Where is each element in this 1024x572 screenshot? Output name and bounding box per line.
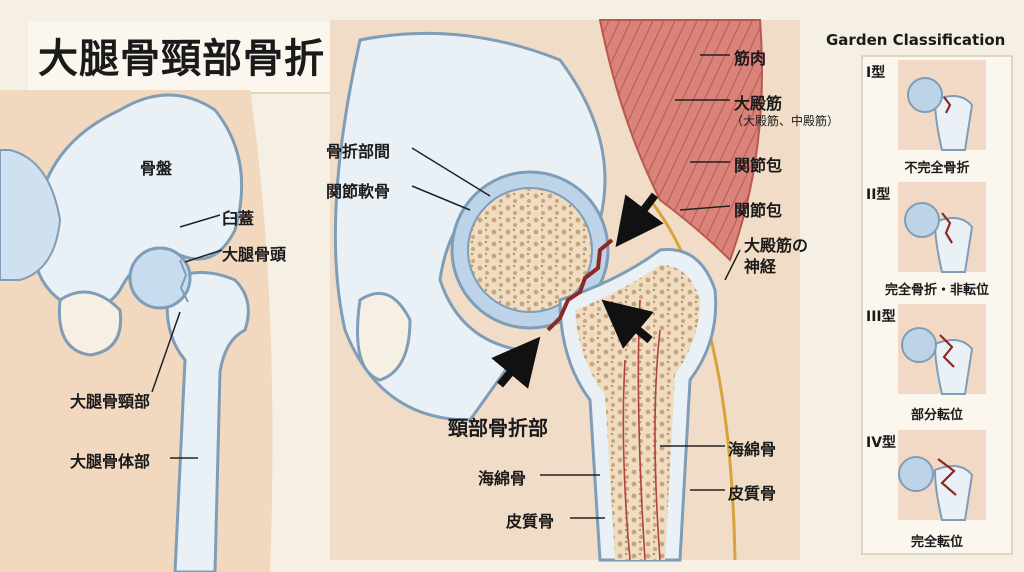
femoral-head-center <box>467 187 593 313</box>
label-fracture-gap: 骨折部間 <box>326 142 391 161</box>
label-acetabulum: 臼蓋 <box>222 209 255 228</box>
arrow-top <box>615 192 664 248</box>
label-cartilage: 関節軟骨 <box>326 182 391 201</box>
label-capsule-2: 関節包 <box>734 201 783 220</box>
arrow-mid <box>601 299 654 349</box>
center-closeup <box>330 19 800 562</box>
label-gluteus: 大殿筋 <box>734 94 783 113</box>
garden-type-3: III型 <box>866 309 896 325</box>
femur-left <box>165 271 250 572</box>
page-title: 大腿骨頸部骨折 <box>38 36 325 82</box>
garden-thumb-1 <box>898 60 986 151</box>
gluteus-muscle <box>598 19 763 262</box>
garden-type-4: IV型 <box>866 435 897 451</box>
label-femoral-shaft: 大腿骨体部 <box>70 452 151 471</box>
label-cortical-right: 皮質骨 <box>728 484 777 503</box>
garden-label-1: 不完全骨折 <box>904 161 970 176</box>
label-capsule-1: 関節包 <box>734 156 783 175</box>
garden-label-3: 部分転位 <box>910 408 963 423</box>
fracture-line-left <box>179 259 189 303</box>
sacrum <box>0 149 62 281</box>
label-cortical-left: 皮質骨 <box>506 512 555 531</box>
label-muscle: 筋肉 <box>734 49 767 68</box>
label-femoral-head: 大腿骨頭 <box>222 245 287 264</box>
arrow-bottom <box>491 336 541 389</box>
garden-thumb-3 <box>898 304 986 395</box>
garden-type-2: II型 <box>866 187 891 203</box>
label-femoral-neck: 大腿骨頸部 <box>70 392 151 411</box>
femoral-head-left <box>128 246 192 310</box>
garden-label-4: 完全転位 <box>910 535 963 550</box>
label-pelvis: 骨盤 <box>140 159 173 178</box>
garden-label-2: 完全骨折・非転位 <box>884 283 989 298</box>
label-nerve-line-1: 大殿筋の <box>744 236 809 255</box>
obturator-ring <box>57 290 123 357</box>
label-cancellous-left: 海綿骨 <box>478 469 527 488</box>
label-cancellous-right: 海綿骨 <box>728 440 777 459</box>
label-nerve-line-2: 神経 <box>744 257 777 276</box>
title-box: 大腿骨頸部骨折 <box>28 22 337 94</box>
garden-cards <box>861 55 1013 555</box>
left-overview <box>0 90 273 572</box>
garden-heading: Garden Classification <box>826 31 1006 49</box>
garden-thumb-4 <box>898 430 986 521</box>
obturator-center <box>356 291 412 382</box>
label-gluteus-sub: （大殿筋、中殿筋） <box>731 114 840 128</box>
fracture-line-center <box>546 238 614 332</box>
garden-type-1: I型 <box>866 65 886 81</box>
garden-thumb-2 <box>898 182 986 273</box>
label-neck-fracture: 頸部骨折部 <box>448 416 548 440</box>
